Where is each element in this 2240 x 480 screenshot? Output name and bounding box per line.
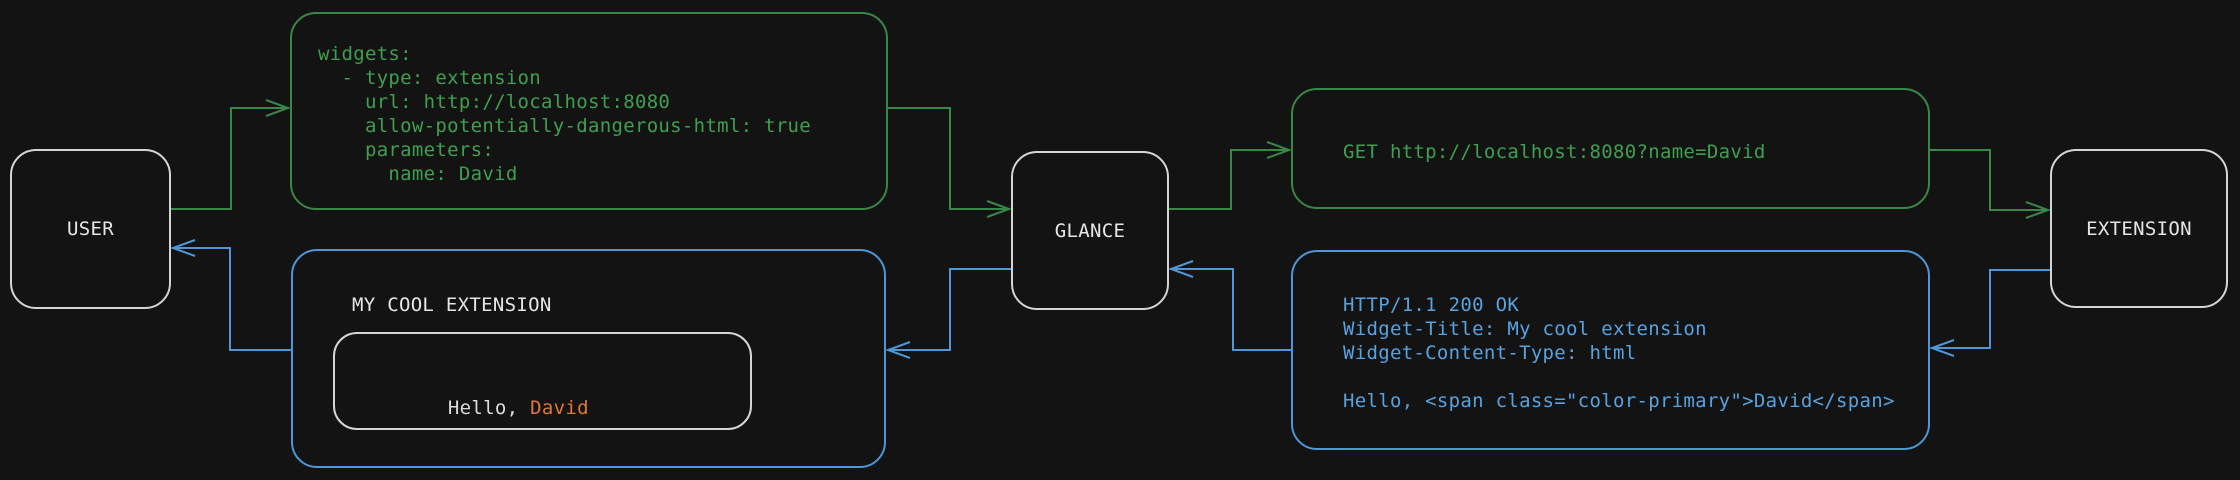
arrow-glance-to-widget — [888, 268, 1011, 350]
widget-content-frame: Hello, David — [333, 332, 752, 430]
request-line: GET http://localhost:8080?name=David — [1343, 141, 1766, 163]
node-user: USER — [10, 149, 171, 309]
request-box: GET http://localhost:8080?name=David — [1291, 88, 1930, 209]
config-yaml-code: widgets: - type: extension url: http://l… — [318, 43, 812, 185]
arrow-glance-to-request — [1169, 150, 1289, 210]
node-extension: EXTENSION — [2050, 149, 2228, 308]
arrow-extension-to-response — [1932, 269, 2050, 348]
arrow-config-to-glance — [888, 107, 1009, 209]
config-box: widgets: - type: extension url: http://l… — [290, 12, 888, 210]
widget-title: MY COOL EXTENSION — [352, 294, 552, 316]
node-glance-label: GLANCE — [1054, 219, 1126, 242]
arrow-response-to-glance — [1171, 269, 1291, 351]
arrow-widget-to-user — [173, 248, 291, 351]
response-code: HTTP/1.1 200 OK Widget-Title: My cool ex… — [1343, 294, 1895, 412]
arrow-request-to-extension — [1930, 149, 2048, 210]
arrow-user-to-config — [171, 108, 288, 210]
response-box: HTTP/1.1 200 OK Widget-Title: My cool ex… — [1291, 250, 1930, 450]
widget-greeting: Hello, David — [354, 372, 589, 444]
node-extension-label: EXTENSION — [2086, 217, 2192, 240]
greeting-name: David — [530, 397, 589, 419]
greeting-prefix: Hello, — [447, 397, 531, 419]
node-user-label: USER — [67, 218, 114, 240]
node-glance: GLANCE — [1011, 151, 1169, 310]
widget-box: MY COOL EXTENSION Hello, David — [291, 249, 886, 468]
